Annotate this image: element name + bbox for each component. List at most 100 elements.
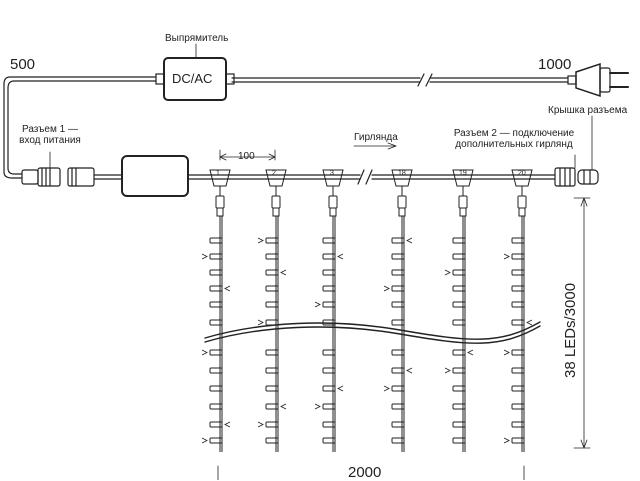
led-bulb <box>391 237 405 244</box>
led-bulb <box>265 385 279 392</box>
led-bulb <box>209 367 223 374</box>
connector-cap-icon <box>577 169 599 185</box>
led-bulb <box>322 301 336 308</box>
led-bulb <box>452 421 466 428</box>
led-bulb <box>322 285 336 292</box>
led-bulb <box>209 403 223 410</box>
led-bulb <box>511 385 525 392</box>
led-bulb <box>209 285 223 292</box>
led-bulb <box>322 385 336 392</box>
led-bulb <box>511 403 525 410</box>
led-bulb <box>452 437 466 444</box>
led-bulb <box>265 301 279 308</box>
garland-label: Гирлянда <box>354 132 398 143</box>
strands <box>201 169 533 452</box>
strand-number-20: 20 <box>518 170 526 177</box>
dc-ac-label: DC/AC <box>172 71 213 86</box>
led-bulb <box>322 349 336 356</box>
led-bulb <box>452 301 466 308</box>
strand-number-1: 1 <box>216 170 220 177</box>
led-bulb <box>265 349 279 356</box>
rectifier-cable <box>3 76 157 179</box>
led-bulb <box>265 421 279 428</box>
led-bulb <box>452 403 466 410</box>
led-bulb <box>209 421 223 428</box>
led-bulb <box>511 253 525 260</box>
dimension-height: 38 LEDs/3000 <box>562 282 579 378</box>
led-bulb <box>391 385 405 392</box>
led-bulb <box>391 285 405 292</box>
led-bulb <box>511 367 525 374</box>
led-bulb <box>322 237 336 244</box>
led-bulb <box>391 437 405 444</box>
strand-number-2: 2 <box>272 170 276 177</box>
led-bulb <box>209 253 223 260</box>
led-bulb <box>265 237 279 244</box>
controller-box <box>121 155 213 197</box>
connector-1-label-line1: Разъем 1 — <box>22 124 78 135</box>
connector-1-label: Разъем 1 — вход питания <box>14 124 86 146</box>
led-bulb <box>209 237 223 244</box>
connector-1-icon <box>21 167 123 187</box>
led-bulb <box>511 285 525 292</box>
led-bulb <box>265 285 279 292</box>
led-bulb <box>322 421 336 428</box>
strand <box>201 169 231 452</box>
dimension-1000: 1000 <box>538 56 572 73</box>
dimension-500: 500 <box>10 56 36 73</box>
led-bulb <box>265 253 279 260</box>
led-bulb <box>452 285 466 292</box>
led-bulb <box>452 269 466 276</box>
led-bulb <box>265 269 279 276</box>
led-bulb <box>322 269 336 276</box>
led-bulb <box>391 367 405 374</box>
led-bulb <box>209 437 223 444</box>
led-bulb <box>322 437 336 444</box>
led-bulb <box>452 367 466 374</box>
led-bulb <box>209 349 223 356</box>
led-bulb <box>511 269 525 276</box>
led-bulb <box>452 385 466 392</box>
led-bulb <box>322 253 336 260</box>
connector-1-label-line2: вход питания <box>19 135 81 146</box>
led-bulb <box>391 253 405 260</box>
led-bulb <box>511 421 525 428</box>
strand-number-3: 3 <box>330 170 334 177</box>
led-bulb <box>209 301 223 308</box>
led-bulb <box>511 437 525 444</box>
led-bulb <box>391 319 405 326</box>
led-bulb <box>452 319 466 326</box>
strand <box>314 169 344 452</box>
led-bulb <box>452 253 466 260</box>
led-bulb <box>265 319 279 326</box>
strand <box>503 169 533 452</box>
led-bulb <box>511 349 525 356</box>
connector-cap-label: Крышка разъема <box>548 105 628 116</box>
led-bulb <box>265 437 279 444</box>
dimension-width: 2000 <box>348 464 382 481</box>
led-bulb <box>322 319 336 326</box>
dimension-100: 100 <box>238 151 255 162</box>
break-wave <box>204 321 541 340</box>
led-bulb <box>391 301 405 308</box>
led-bulb <box>209 319 223 326</box>
rectifier-box <box>155 57 235 101</box>
led-bulb <box>511 301 525 308</box>
led-bulb <box>391 349 405 356</box>
led-bulb <box>452 237 466 244</box>
garland-main-wire <box>211 169 556 185</box>
led-bulb <box>322 367 336 374</box>
plug-icon <box>567 62 629 98</box>
led-bulb <box>511 319 525 326</box>
connector-2-icon <box>554 167 576 187</box>
led-bulb <box>265 403 279 410</box>
connector-2-label-line1: Разъем 2 — подключение <box>453 128 575 139</box>
connector-2-label-line2: дополнительных гирлянд <box>455 139 573 150</box>
led-bulb <box>511 237 525 244</box>
rectifier-label: Выпрямитель <box>165 33 229 44</box>
strand <box>444 169 474 452</box>
led-bulb <box>209 269 223 276</box>
led-bulb <box>452 349 466 356</box>
led-bulb <box>322 403 336 410</box>
